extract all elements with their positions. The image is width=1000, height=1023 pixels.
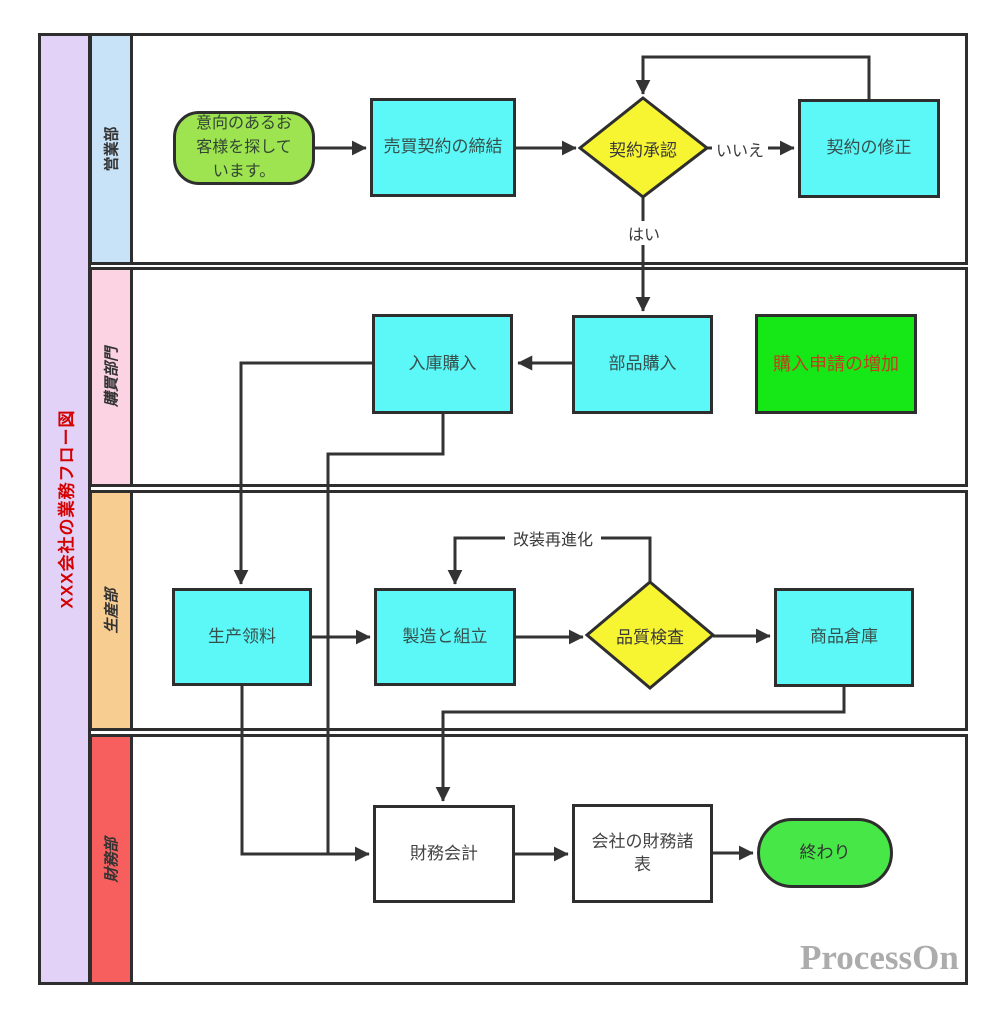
lane-sales-header[interactable]: 営業部 [92, 36, 133, 262]
lane-purchasing-header[interactable]: 購買部門 [92, 270, 133, 484]
lane-finance-label: 財務部 [103, 836, 121, 883]
node-product-warehouse[interactable]: 商品倉庫 [774, 588, 914, 687]
lane-sales-label: 営業部 [103, 126, 121, 172]
edge-label-rework: 改装再進化 [505, 526, 601, 550]
node-quality-check-label[interactable]: 品質検査 [616, 627, 684, 647]
node-contract-fix[interactable]: 契約の修正 [798, 99, 940, 198]
edge-label-no: いいえ [712, 137, 768, 161]
lane-production-header[interactable]: 生産部 [92, 493, 133, 728]
node-start[interactable]: 意向のあるお客様を探しています。 [173, 111, 315, 185]
processon-watermark: ProcessOn [800, 938, 959, 977]
lane-purchasing-label: 購買部門 [103, 346, 121, 408]
node-parts-purchase[interactable]: 部品購入 [572, 315, 713, 414]
node-fin-accounting[interactable]: 財務会計 [373, 805, 515, 903]
lane-production-label: 生産部 [103, 587, 121, 634]
node-request-increase[interactable]: 購入申請の増加 [755, 314, 917, 414]
node-production-pick[interactable]: 生产领料 [172, 588, 312, 686]
edge-label-yes: はい [620, 221, 668, 245]
node-fin-statements[interactable]: 会社の財務諸表 [572, 804, 713, 903]
node-stock-purchase[interactable]: 入庫購入 [372, 314, 513, 414]
diagram-title-strip: XXX会社の業務フロー図 [38, 33, 91, 985]
node-contract-approval-label[interactable]: 契約承認 [609, 140, 677, 160]
node-contract-sign[interactable]: 売買契約の締結 [370, 98, 516, 197]
node-manufacture[interactable]: 製造と組立 [374, 588, 516, 686]
diagram-title: XXX会社の業務フロー図 [57, 409, 76, 609]
node-end[interactable]: 終わり [757, 818, 893, 888]
lane-finance-header[interactable]: 財務部 [92, 737, 133, 982]
